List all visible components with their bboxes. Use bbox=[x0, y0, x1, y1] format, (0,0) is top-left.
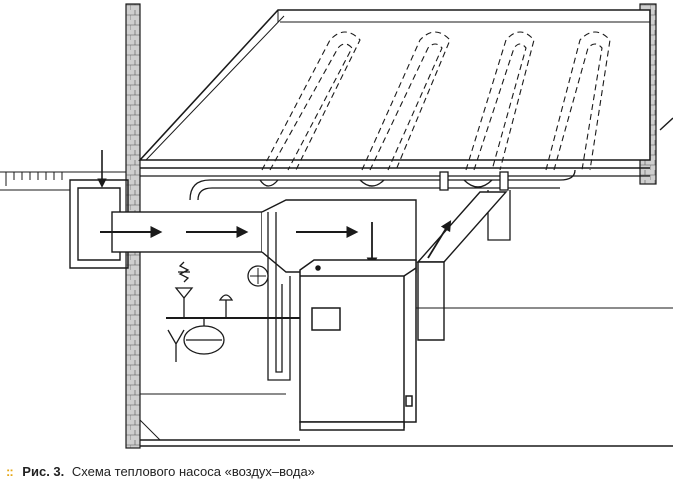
hydraulic-group bbox=[166, 212, 300, 381]
safety-valve-icon bbox=[174, 261, 194, 300]
basement-floor bbox=[139, 307, 673, 447]
figure-caption: :: Рис. 3. Схема теплового насоса «возду… bbox=[6, 462, 315, 482]
caption-label: Рис. 3. bbox=[22, 464, 65, 479]
caption-text: Схема теплового насоса «воздух–вода» bbox=[71, 464, 315, 479]
heated-floor-slab bbox=[138, 9, 673, 177]
heat-pump-unit bbox=[299, 259, 417, 431]
outdoor-ground bbox=[0, 171, 126, 191]
air-intake-duct bbox=[69, 150, 417, 273]
heat-pump-diagram bbox=[0, 3, 673, 449]
exhaust-duct bbox=[416, 191, 508, 341]
underfloor-heating-coils bbox=[261, 31, 611, 171]
bullet-dots-icon: :: bbox=[6, 464, 14, 479]
supply-return-pipes bbox=[189, 169, 576, 241]
